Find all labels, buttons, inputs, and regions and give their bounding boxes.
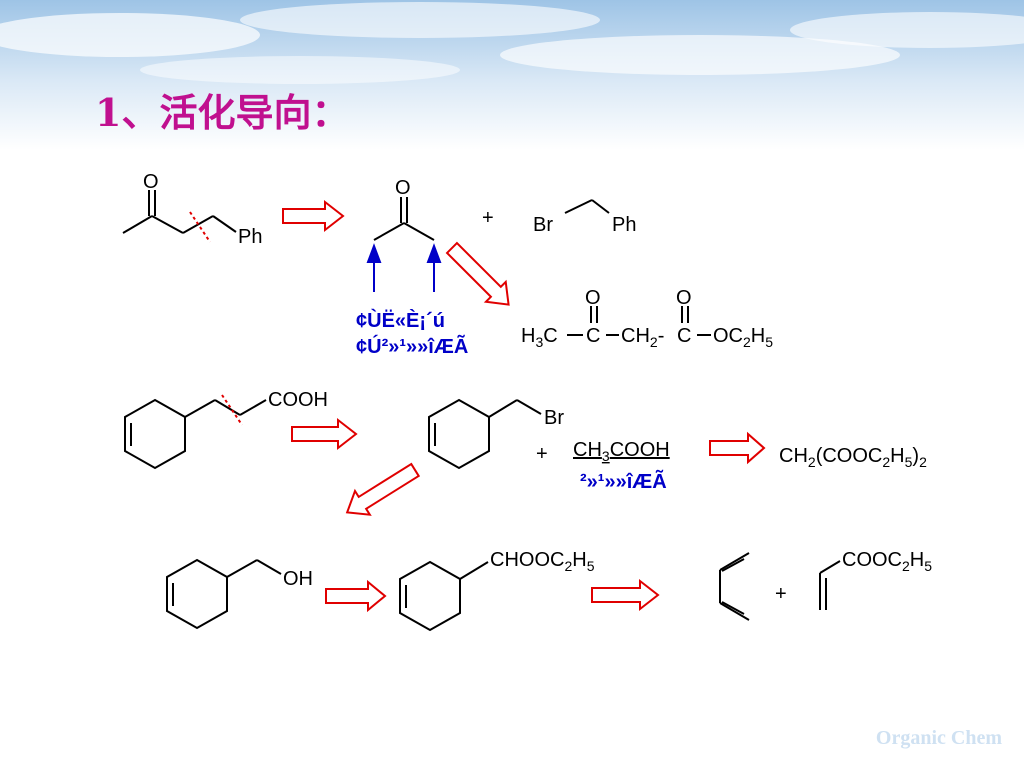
ethyl-acetoacetate-structure: H3C C CH2- C OC2H5 xyxy=(521,306,773,350)
acrylate-substituent-text: COOC xyxy=(842,549,902,571)
svg-text:OC2H5: OC2H5 xyxy=(713,325,773,350)
svg-text:COOC2H5: COOC2H5 xyxy=(842,549,932,574)
sky-banner xyxy=(0,0,1024,150)
acetone-fragment-structure xyxy=(373,197,435,241)
synthesis-arrow-3 xyxy=(709,431,766,465)
phenylbutanone-structure xyxy=(122,190,237,234)
retrosynthesis-arrow-2 xyxy=(291,417,358,451)
watermark: Organic Chem xyxy=(875,727,1002,749)
butadiene-structure xyxy=(719,552,750,621)
benzyl-bromide-structure xyxy=(564,199,610,214)
retrosynthesis-arrow-1 xyxy=(282,199,345,233)
cyclohexenylmethanol-structure xyxy=(166,558,282,630)
acetone-oxygen-label: O xyxy=(395,177,411,199)
cyclohexene-acid-structure xyxy=(124,398,267,470)
svg-text:CH2(COOC2H5)2: CH2(COOC2H5)2 xyxy=(779,445,927,470)
disconnection-mark-2 xyxy=(221,394,243,426)
retrosynthesis-arrow-4 xyxy=(325,579,387,613)
annotation-line-3: ²»¹»»îÆÃ xyxy=(580,470,667,493)
ethyl-acrylate-structure xyxy=(819,560,841,610)
ester-oxygen-label-1: O xyxy=(585,287,601,309)
annotation-line-1: ¢ÙË«È¡´ú xyxy=(356,308,445,332)
ester-substituent-text: CHOOC xyxy=(490,549,564,571)
plus-sign-1: + xyxy=(482,207,494,229)
acetic-acid-formula: CH3COOH xyxy=(573,439,670,464)
svg-text:C: C xyxy=(677,325,691,347)
retrosynthesis-arrow-5 xyxy=(591,578,660,612)
hydroxyl-label: OH xyxy=(283,568,313,590)
svg-text:CHOOC2H5: CHOOC2H5 xyxy=(490,549,595,574)
ester-substituent-formula: CHOOC2H5 xyxy=(490,549,595,574)
disconnection-mark xyxy=(189,211,211,243)
svg-text:H3C: H3C xyxy=(521,325,558,350)
svg-text:CH3COOH: CH3COOH xyxy=(573,439,670,464)
svg-text:C: C xyxy=(586,325,600,347)
retrosynthesis-arrow-diagonal-2 xyxy=(345,462,421,516)
phenyl-label: Ph xyxy=(238,226,262,248)
carboxylic-acid-label: COOH xyxy=(268,389,328,411)
diethyl-malonate-formula: CH2(COOC2H5)2 xyxy=(779,445,927,470)
cyclohexene-ester-structure xyxy=(399,560,489,632)
ester-oxygen-label-2: O xyxy=(676,287,692,309)
phenyl-label-2: Ph xyxy=(612,214,636,236)
bromine-label: Br xyxy=(533,214,553,236)
cyclohexenylmethyl-bromide-structure xyxy=(428,398,542,470)
plus-sign-3: + xyxy=(775,583,787,605)
bromine-label-2: Br xyxy=(544,407,564,429)
annotation-line-2: ¢Ú²»¹»»îÆÃ xyxy=(356,334,468,358)
activation-site-arrows xyxy=(366,243,442,292)
retrosynthesis-arrow-diagonal-1 xyxy=(445,241,510,306)
slide-title: 1、活化导向： xyxy=(95,90,350,135)
svg-text:CH2-: CH2- xyxy=(621,325,664,350)
plus-sign-2: + xyxy=(536,443,548,465)
acrylate-substituent-formula: COOC2H5 xyxy=(842,549,932,574)
carbonyl-oxygen-label: O xyxy=(143,171,159,193)
